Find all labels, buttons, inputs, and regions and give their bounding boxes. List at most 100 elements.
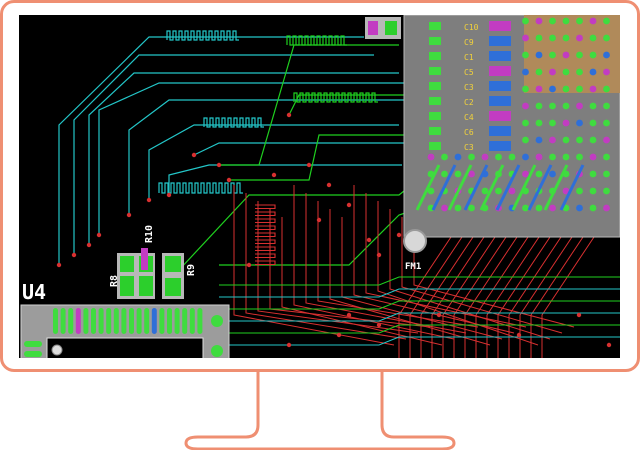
bga-pad <box>589 119 597 127</box>
pin-label: C4 <box>464 113 474 122</box>
u4-pin <box>91 308 96 334</box>
trace-layer <box>56 30 620 358</box>
escape-trace <box>431 164 457 211</box>
trace-red <box>389 209 551 340</box>
bga-pad <box>441 204 448 212</box>
resistor-r8[interactable] <box>117 253 155 299</box>
bga-pad <box>427 187 435 195</box>
trace-red <box>353 185 515 334</box>
bga-pad <box>603 17 610 25</box>
via <box>366 237 372 243</box>
trace-green <box>229 134 414 181</box>
bga-pad <box>508 153 516 161</box>
bga-pad <box>522 119 529 127</box>
bga-pad <box>522 85 529 93</box>
top-connector[interactable] <box>365 17 401 39</box>
u4-pin <box>167 308 172 334</box>
bga-pad <box>603 85 610 93</box>
via <box>166 192 172 198</box>
bga-pad <box>603 68 610 76</box>
bga-pad <box>481 153 489 161</box>
u4-pin <box>68 308 74 334</box>
bga-pad <box>562 34 570 42</box>
trace-green <box>288 94 409 116</box>
via <box>86 242 92 248</box>
bga-pad <box>549 17 556 25</box>
bga-pad <box>589 51 597 59</box>
trace-green <box>219 44 399 166</box>
u4-pin <box>182 308 188 334</box>
bga-pad <box>562 136 570 144</box>
u4-pin <box>75 308 81 334</box>
u4-corner-pad <box>211 315 223 327</box>
pin-label: C3 <box>464 83 474 92</box>
u4-pin <box>106 308 112 334</box>
side-pad <box>429 142 441 150</box>
via <box>71 252 77 258</box>
bga-pad <box>535 17 543 25</box>
trace-cyan <box>58 36 364 265</box>
trace-red <box>519 224 581 358</box>
bga-pad <box>549 136 556 144</box>
meander-red <box>255 225 276 231</box>
u4-side-pin <box>24 341 42 347</box>
bga-pad <box>549 153 556 161</box>
designator-r10: R10 <box>144 225 155 243</box>
pin-label: C1 <box>464 53 474 62</box>
bga-pad <box>589 102 597 110</box>
u4-pin <box>60 308 66 334</box>
u4-pin <box>136 308 142 334</box>
trace-red <box>508 224 570 358</box>
bga-pad <box>549 34 556 42</box>
via <box>96 232 102 238</box>
side-pad <box>429 127 441 135</box>
via <box>306 162 312 168</box>
side-pad <box>429 52 441 60</box>
side-pad <box>429 82 441 90</box>
bga-pad <box>522 34 529 42</box>
bga-pad <box>603 170 610 178</box>
pin-label: C9 <box>464 38 474 47</box>
bga-pad <box>549 51 556 59</box>
trace-red <box>281 217 443 346</box>
bga-pad <box>562 51 570 59</box>
bga-pad <box>562 187 570 195</box>
bga-pad <box>562 85 570 93</box>
escape-trace <box>495 164 521 211</box>
bga-pad <box>589 17 597 25</box>
pad-array-icon <box>489 51 511 61</box>
resistor-r9[interactable] <box>162 253 184 299</box>
bga-pad <box>576 187 583 195</box>
trace-bus <box>219 276 620 286</box>
via <box>346 312 352 318</box>
bga-pad <box>603 102 610 110</box>
bga-pad <box>603 34 610 42</box>
pin-label: C6 <box>464 128 474 137</box>
bga-pad <box>495 153 502 161</box>
bga-pad <box>454 170 462 178</box>
trace-cyan <box>98 82 409 235</box>
via <box>326 182 332 188</box>
side-pad <box>429 37 441 45</box>
bga-pad <box>576 85 583 93</box>
pin-label: C3 <box>464 143 474 152</box>
bga-pad <box>603 136 610 144</box>
u4-pin <box>129 308 134 334</box>
u4-pin <box>151 308 157 334</box>
bga-pad <box>549 204 556 212</box>
bga-pad <box>535 170 543 178</box>
u4-pin-row <box>24 308 223 357</box>
pad-array-icon <box>489 36 511 46</box>
bga-pad <box>441 153 448 161</box>
escape-trace <box>527 164 553 211</box>
trace-red <box>486 224 548 358</box>
trace-cyan <box>148 124 399 200</box>
u4-pin <box>197 308 203 334</box>
trace-red <box>475 224 537 358</box>
u4-pin <box>189 308 195 334</box>
u4-pin <box>159 308 165 334</box>
bga-pad <box>549 119 556 127</box>
u4-pin <box>174 308 180 334</box>
